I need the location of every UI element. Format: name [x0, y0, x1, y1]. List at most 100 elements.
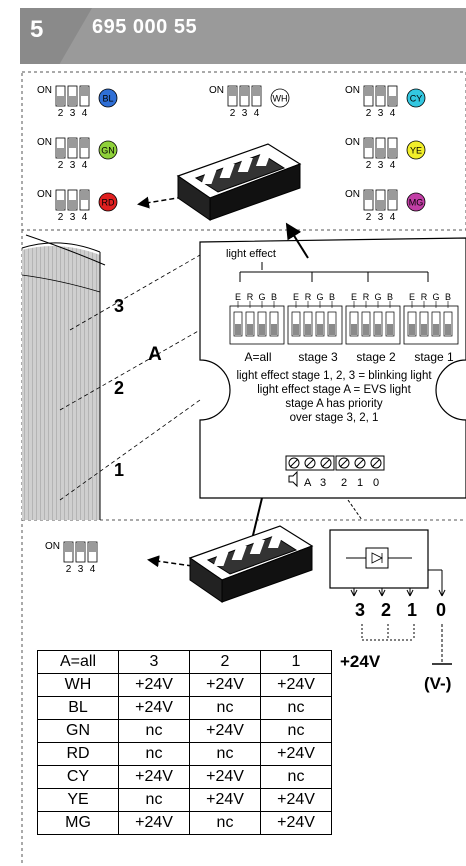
position-label: 2	[230, 108, 236, 119]
table-cell: GN	[37, 719, 119, 743]
table-cell: MG	[37, 811, 119, 835]
position-label: 3	[378, 212, 384, 223]
arrow-to-module-switch	[285, 222, 309, 259]
module-notes: light effect stage 1, 2, 3 = blinking li…	[206, 369, 462, 425]
switch-lever	[77, 543, 84, 552]
table-cell: +24V	[189, 788, 261, 812]
table-cell: +24V	[118, 811, 190, 835]
module-switch-lever	[387, 324, 393, 335]
table-cell: nc	[189, 742, 261, 766]
wire-terminal-2: 2	[381, 600, 392, 620]
position-label: 2	[66, 564, 72, 575]
table-cell: nc	[260, 719, 332, 743]
table-header-cell: 2	[189, 650, 261, 674]
wire-terminal-3: 3	[355, 600, 366, 620]
module-switch-lever	[329, 324, 335, 335]
module-switch-lever	[317, 324, 323, 335]
note-line-4: over stage 3, 2, 1	[289, 412, 379, 424]
on-label: ON	[345, 85, 360, 96]
position-label: 2	[58, 108, 64, 119]
switch-letter: E	[351, 292, 357, 302]
switch-lever	[377, 87, 384, 96]
module-switch-lever	[363, 324, 369, 335]
terminal-label-a: A	[304, 477, 312, 489]
position-label: 4	[390, 212, 396, 223]
switch-lever	[229, 87, 236, 96]
switch-letter: E	[409, 292, 415, 302]
position-label: 4	[254, 108, 260, 119]
table-cell: nc	[118, 788, 190, 812]
section-number: 5	[30, 16, 44, 43]
table-header-cell: A=all	[37, 650, 119, 674]
position-label: 3	[70, 160, 76, 171]
switch-lever	[365, 191, 372, 200]
speaker-icon	[288, 470, 298, 488]
on-label: ON	[37, 85, 52, 96]
switch-letter: R	[247, 292, 254, 302]
table-cell: +24V	[260, 673, 332, 697]
switch-lever	[389, 191, 396, 200]
switch-letter: G	[258, 292, 265, 302]
color-code-rd: RD	[102, 198, 115, 208]
table-cell: +24V	[118, 696, 190, 720]
switch-lever	[69, 96, 76, 105]
on-label: ON	[45, 541, 60, 552]
position-label: 2	[58, 212, 64, 223]
switch-letter: G	[316, 292, 323, 302]
switch-lever	[377, 200, 384, 209]
dip-component-top	[176, 143, 302, 221]
switch-letter: E	[235, 292, 241, 302]
switch-letter: E	[293, 292, 299, 302]
module-switch-lever	[305, 324, 311, 335]
module-board	[199, 237, 466, 499]
stage-label-a-all: A=all	[244, 350, 272, 364]
switch-lever	[241, 87, 248, 96]
switch-lever	[69, 139, 76, 148]
on-label: ON	[345, 137, 360, 148]
color-badge-cy	[406, 88, 426, 108]
table-header-cell: 3	[118, 650, 190, 674]
note-line-1: light effect stage 1, 2, 3 = blinking li…	[236, 370, 432, 382]
position-label: 2	[366, 160, 372, 171]
beacon-stage-2-label: 2	[114, 378, 125, 398]
position-label: 3	[242, 108, 248, 119]
table-row: WH+24V+24V+24V	[37, 673, 332, 697]
table-cell: CY	[37, 765, 119, 789]
module-switch-lever	[375, 324, 381, 335]
table-cell: +24V	[118, 765, 190, 789]
plus-24v-label: +24V	[340, 652, 381, 671]
position-label: 2	[366, 108, 372, 119]
module-switch-lever	[421, 324, 427, 335]
header-bar: 5 695 000 55	[20, 8, 466, 64]
terminal-label-3: 3	[320, 477, 327, 489]
position-label: 4	[82, 160, 88, 171]
terminal-label-2: 2	[341, 477, 348, 489]
position-label: 3	[378, 160, 384, 171]
position-label: 4	[390, 160, 396, 171]
beacon-stage-1-label: 1	[114, 460, 125, 480]
table-cell: +24V	[189, 719, 261, 743]
table-cell: nc	[260, 765, 332, 789]
on-label: ON	[345, 189, 360, 200]
switch-lever	[389, 96, 396, 105]
color-badge-gn	[98, 140, 118, 160]
position-label: 4	[90, 564, 96, 575]
table-cell: +24V	[189, 673, 261, 697]
switch-lever	[81, 139, 88, 148]
module-switch-lever	[409, 324, 415, 335]
beacon-circuit	[329, 529, 452, 665]
